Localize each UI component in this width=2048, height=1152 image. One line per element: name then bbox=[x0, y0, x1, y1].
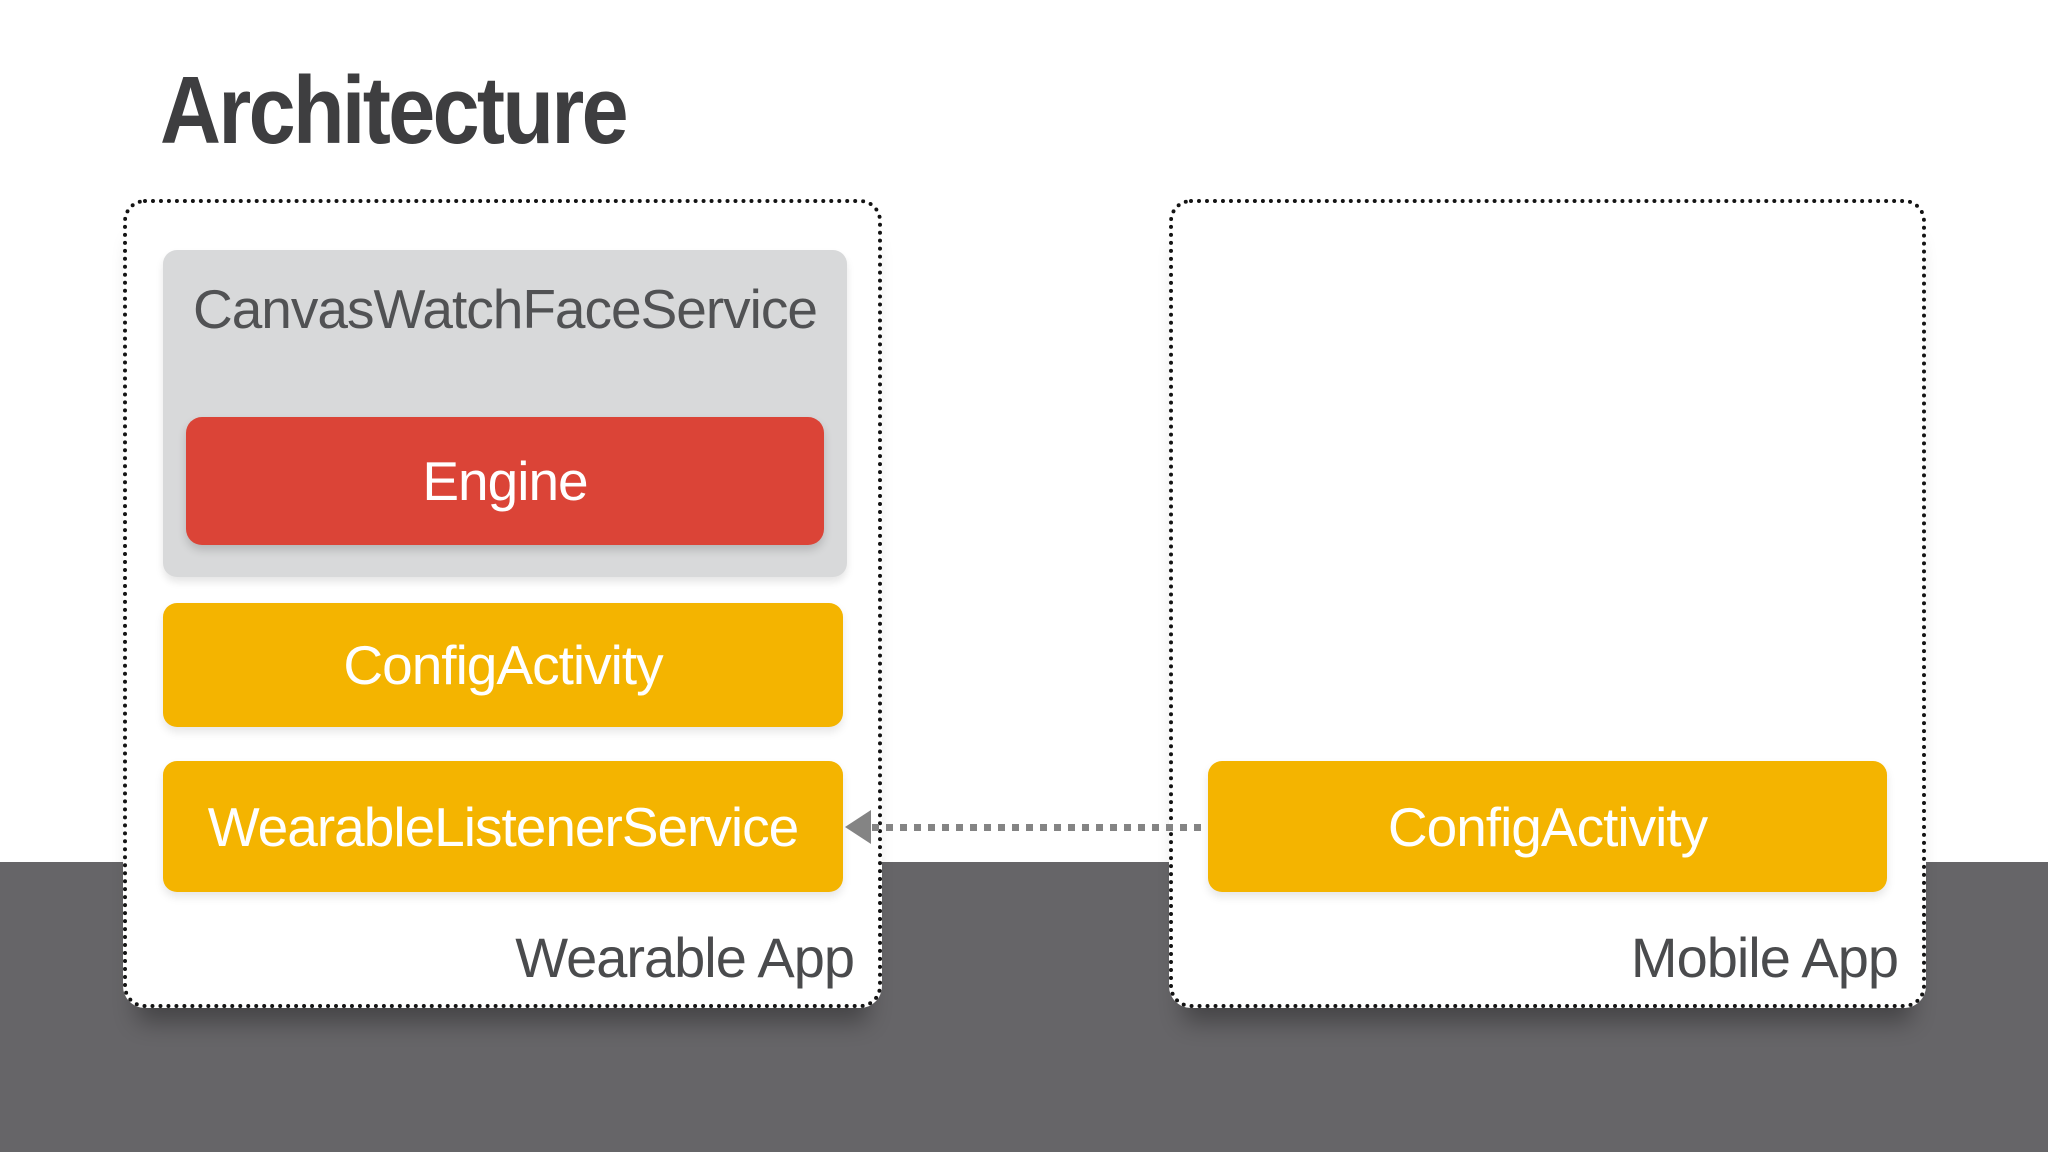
wearable-app-label: Wearable App bbox=[515, 926, 855, 989]
engine-box: Engine bbox=[186, 417, 824, 545]
wearable-config-activity-box: ConfigActivity bbox=[163, 603, 843, 727]
connection-arrow-dashed-line bbox=[872, 824, 1204, 831]
page-title: Architecture bbox=[160, 57, 629, 164]
mobile-config-activity-label: ConfigActivity bbox=[1387, 795, 1708, 858]
arrowhead-icon bbox=[845, 810, 871, 844]
engine-label: Engine bbox=[422, 450, 588, 512]
canvas-watch-face-service-label: CanvasWatchFaceService bbox=[193, 278, 818, 340]
canvas-watch-face-service-box: CanvasWatchFaceService Engine bbox=[163, 250, 847, 577]
wearable-listener-service-box: WearableListenerService bbox=[163, 761, 843, 892]
mobile-app-label: Mobile App bbox=[1630, 926, 1899, 989]
mobile-config-activity-box: ConfigActivity bbox=[1208, 761, 1887, 892]
wearable-config-activity-label: ConfigActivity bbox=[343, 634, 663, 696]
wearable-app-container: CanvasWatchFaceService Engine ConfigActi… bbox=[123, 199, 882, 1008]
mobile-app-container: ConfigActivity Mobile App bbox=[1169, 199, 1926, 1008]
wearable-listener-service-label: WearableListenerService bbox=[207, 795, 799, 858]
